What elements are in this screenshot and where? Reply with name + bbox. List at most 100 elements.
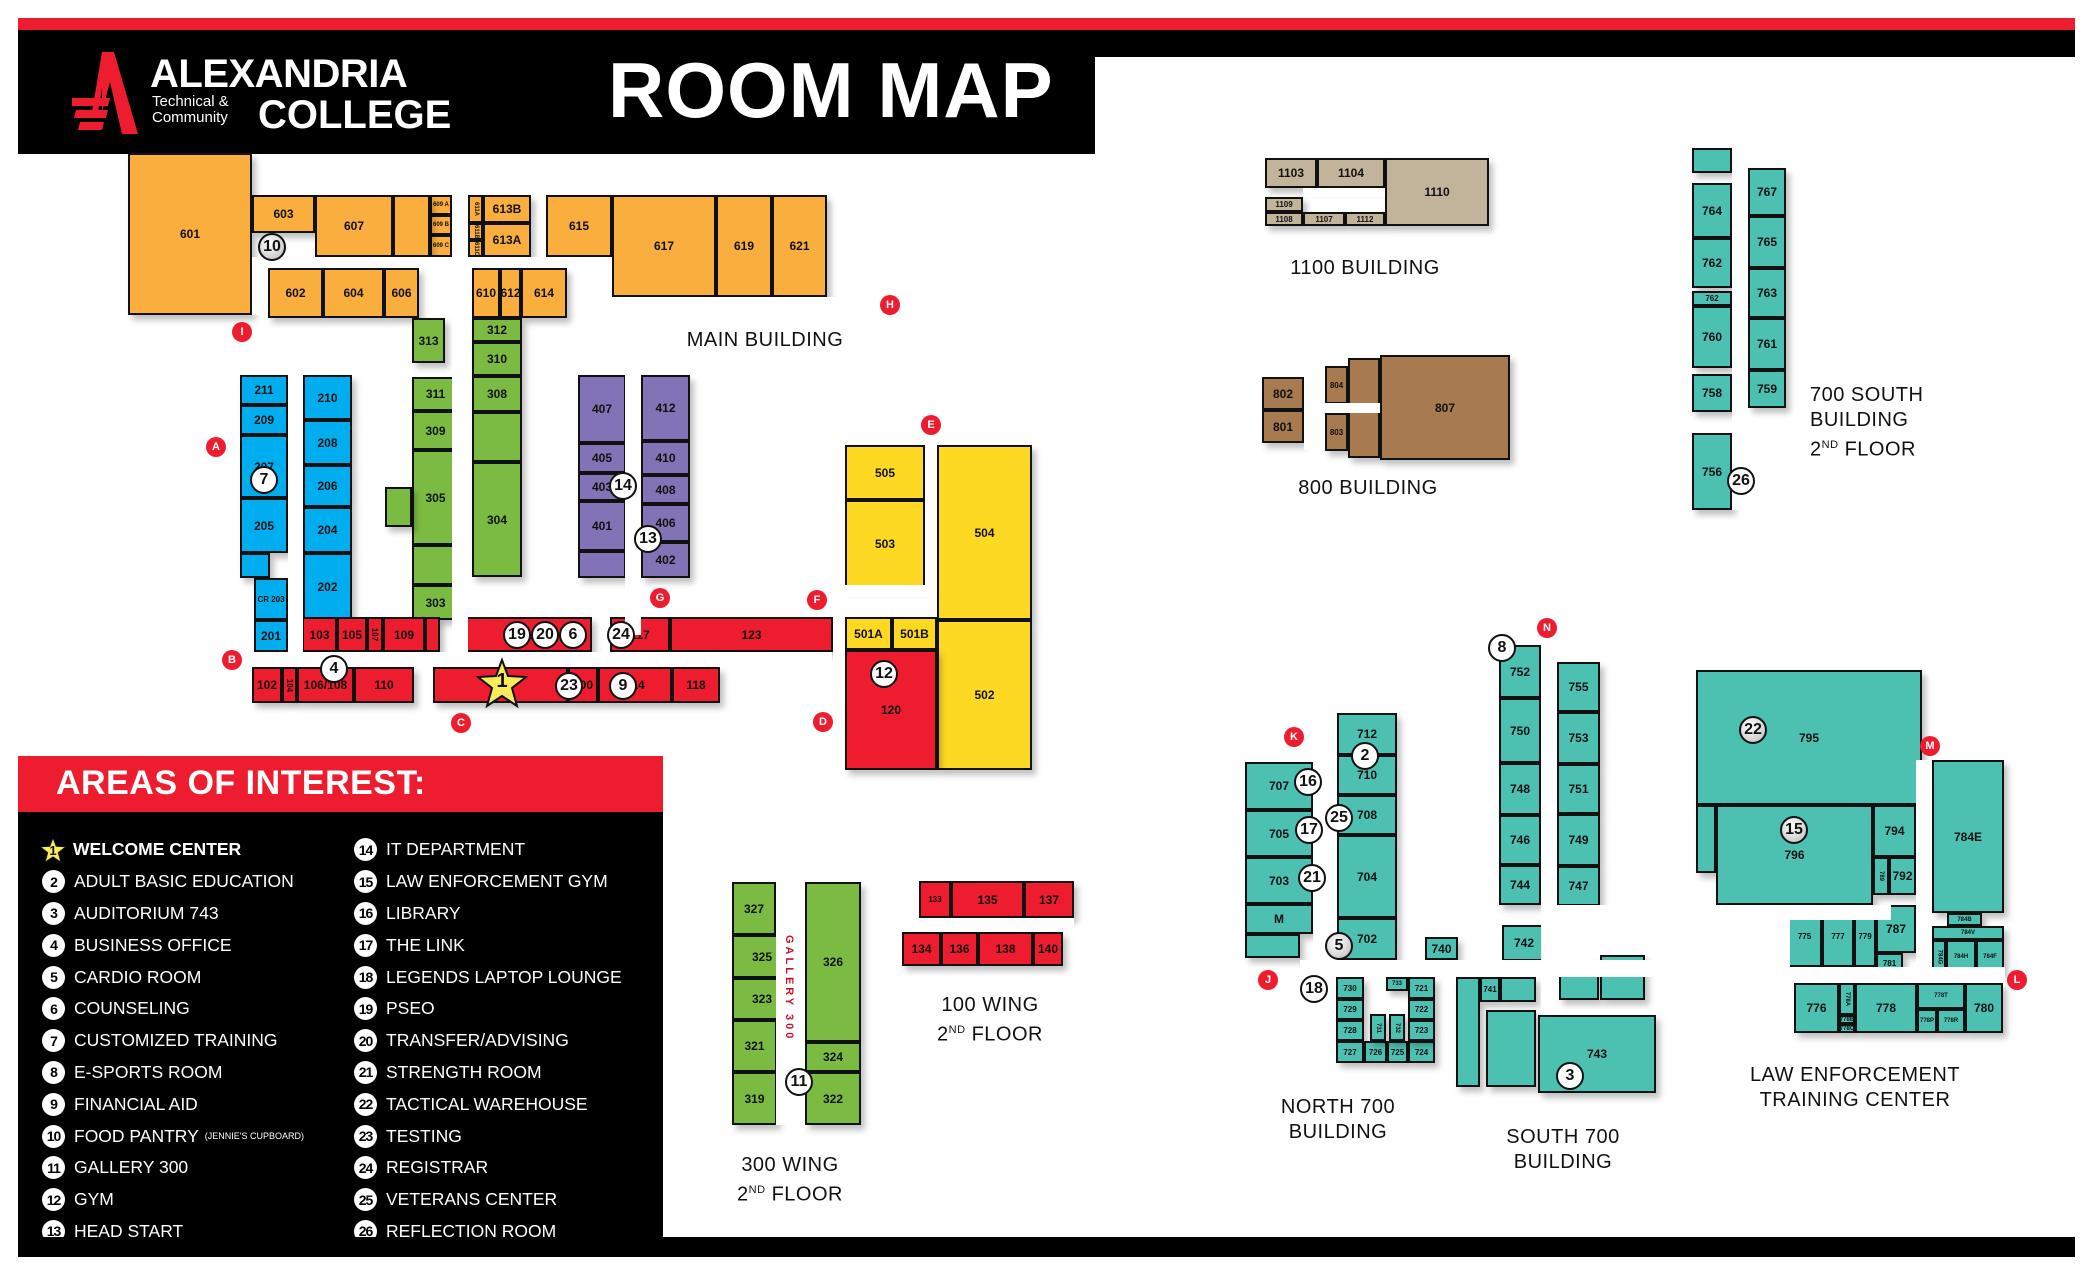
room-310[interactable]: 310 (472, 342, 522, 376)
exit-marker-j[interactable]: J (1258, 970, 1278, 990)
room-cr-203[interactable]: CR 203 (254, 578, 288, 620)
room-742[interactable]: 742 (1502, 925, 1546, 961)
room-1107[interactable]: 1107 (1303, 212, 1345, 226)
room-722[interactable]: 722 (1408, 999, 1435, 1020)
room-1108[interactable]: 1108 (1265, 212, 1303, 226)
room-613b[interactable]: 613B (483, 195, 531, 223)
room-135[interactable]: 135 (951, 881, 1024, 918)
room-102[interactable]: 102 (252, 667, 282, 703)
room-312[interactable]: 312 (472, 318, 522, 342)
poi-marker-11[interactable]: 11 (785, 1068, 813, 1096)
room-794[interactable]: 794 (1873, 805, 1916, 857)
poi-marker-9[interactable]: 9 (609, 672, 637, 700)
room-733[interactable]: 733 (1386, 977, 1408, 991)
room-313[interactable]: 313 (412, 318, 445, 363)
room-751[interactable]: 751 (1557, 764, 1600, 814)
room-1110[interactable]: 1110 (1385, 158, 1489, 226)
room-723[interactable]: 723 (1408, 1020, 1435, 1041)
room-732[interactable]: 732 (1389, 1014, 1405, 1041)
room-778t[interactable]: 778T (1917, 983, 1965, 1009)
room-609-a[interactable]: 609 A (430, 195, 452, 215)
poi-marker-5[interactable]: 5 (1325, 932, 1353, 960)
room-unlabeled[interactable] (240, 553, 270, 578)
room-767[interactable]: 767 (1748, 168, 1786, 216)
room-614[interactable]: 614 (521, 268, 567, 318)
room-748[interactable]: 748 (1499, 763, 1541, 815)
room-789[interactable]: 789 (1873, 857, 1889, 895)
room-unlabeled[interactable] (412, 545, 459, 585)
room-778p[interactable]: 778P (1917, 1009, 1937, 1033)
exit-marker-g[interactable]: G (650, 588, 670, 608)
room-1104[interactable]: 1104 (1317, 158, 1385, 188)
room-731[interactable]: 731 (1370, 1014, 1386, 1041)
room-201[interactable]: 201 (254, 620, 288, 652)
room-612[interactable]: 612 (500, 268, 521, 318)
poi-marker-6[interactable]: 6 (559, 621, 587, 649)
room-410[interactable]: 410 (641, 441, 690, 475)
room-324[interactable]: 324 (805, 1042, 861, 1072)
room-209[interactable]: 209 (240, 405, 288, 435)
room-501b[interactable]: 501B (892, 617, 937, 650)
room-725[interactable]: 725 (1387, 1041, 1408, 1063)
room-1109[interactable]: 1109 (1265, 197, 1303, 212)
room-305[interactable]: 305 (412, 450, 459, 545)
exit-marker-b[interactable]: B (222, 650, 242, 670)
poi-marker-18[interactable]: 18 (1300, 975, 1328, 1003)
exit-marker-m[interactable]: M (1920, 736, 1940, 756)
room-319[interactable]: 319 (732, 1072, 777, 1125)
room-202[interactable]: 202 (303, 553, 352, 620)
room-763[interactable]: 763 (1748, 268, 1786, 318)
exit-marker-n[interactable]: N (1537, 618, 1557, 638)
exit-marker-e[interactable]: E (921, 415, 941, 435)
room-206[interactable]: 206 (303, 465, 352, 507)
poi-marker-2[interactable]: 2 (1351, 742, 1379, 770)
room-753[interactable]: 753 (1557, 712, 1600, 764)
room-210[interactable]: 210 (303, 375, 352, 420)
room-778r[interactable]: 778R (1937, 1009, 1965, 1033)
room-unlabeled[interactable] (385, 487, 412, 527)
poi-marker-12[interactable]: 12 (870, 660, 898, 688)
room-619[interactable]: 619 (716, 195, 772, 297)
room-412[interactable]: 412 (641, 375, 690, 441)
room-137[interactable]: 137 (1024, 881, 1074, 918)
room-609-b[interactable]: 609 B (430, 215, 452, 235)
poi-marker-16[interactable]: 16 (1294, 768, 1322, 796)
room-746[interactable]: 746 (1499, 815, 1541, 865)
room-140[interactable]: 140 (1033, 932, 1063, 966)
exit-marker-i[interactable]: I (232, 322, 252, 342)
room-134[interactable]: 134 (902, 932, 941, 966)
room-607[interactable]: 607 (315, 195, 393, 257)
room-621[interactable]: 621 (772, 195, 827, 297)
room-211[interactable]: 211 (240, 375, 288, 405)
room-730[interactable]: 730 (1336, 977, 1364, 999)
room-105[interactable]: 105 (337, 617, 367, 652)
exit-marker-k[interactable]: K (1284, 727, 1304, 747)
room-740[interactable]: 740 (1425, 937, 1458, 960)
room-401[interactable]: 401 (578, 501, 626, 551)
room-752[interactable]: 752 (1499, 645, 1541, 698)
room-764[interactable]: 764 (1692, 183, 1732, 238)
room-776[interactable]: 776 (1794, 983, 1839, 1033)
poi-marker-17[interactable]: 17 (1295, 816, 1323, 844)
room-503[interactable]: 503 (845, 500, 925, 588)
room-606[interactable]: 606 (384, 268, 419, 318)
room-610[interactable]: 610 (472, 268, 500, 318)
room-601[interactable]: 601 (128, 153, 252, 315)
room-804[interactable]: 804 (1325, 366, 1348, 404)
welcome-center-star-icon[interactable]: 1 (476, 657, 528, 709)
room-611c[interactable]: 611C (468, 240, 483, 257)
room-unlabeled[interactable] (393, 195, 430, 257)
room-604[interactable]: 604 (323, 268, 384, 318)
room-136[interactable]: 136 (941, 932, 978, 966)
room-208[interactable]: 208 (303, 420, 352, 465)
